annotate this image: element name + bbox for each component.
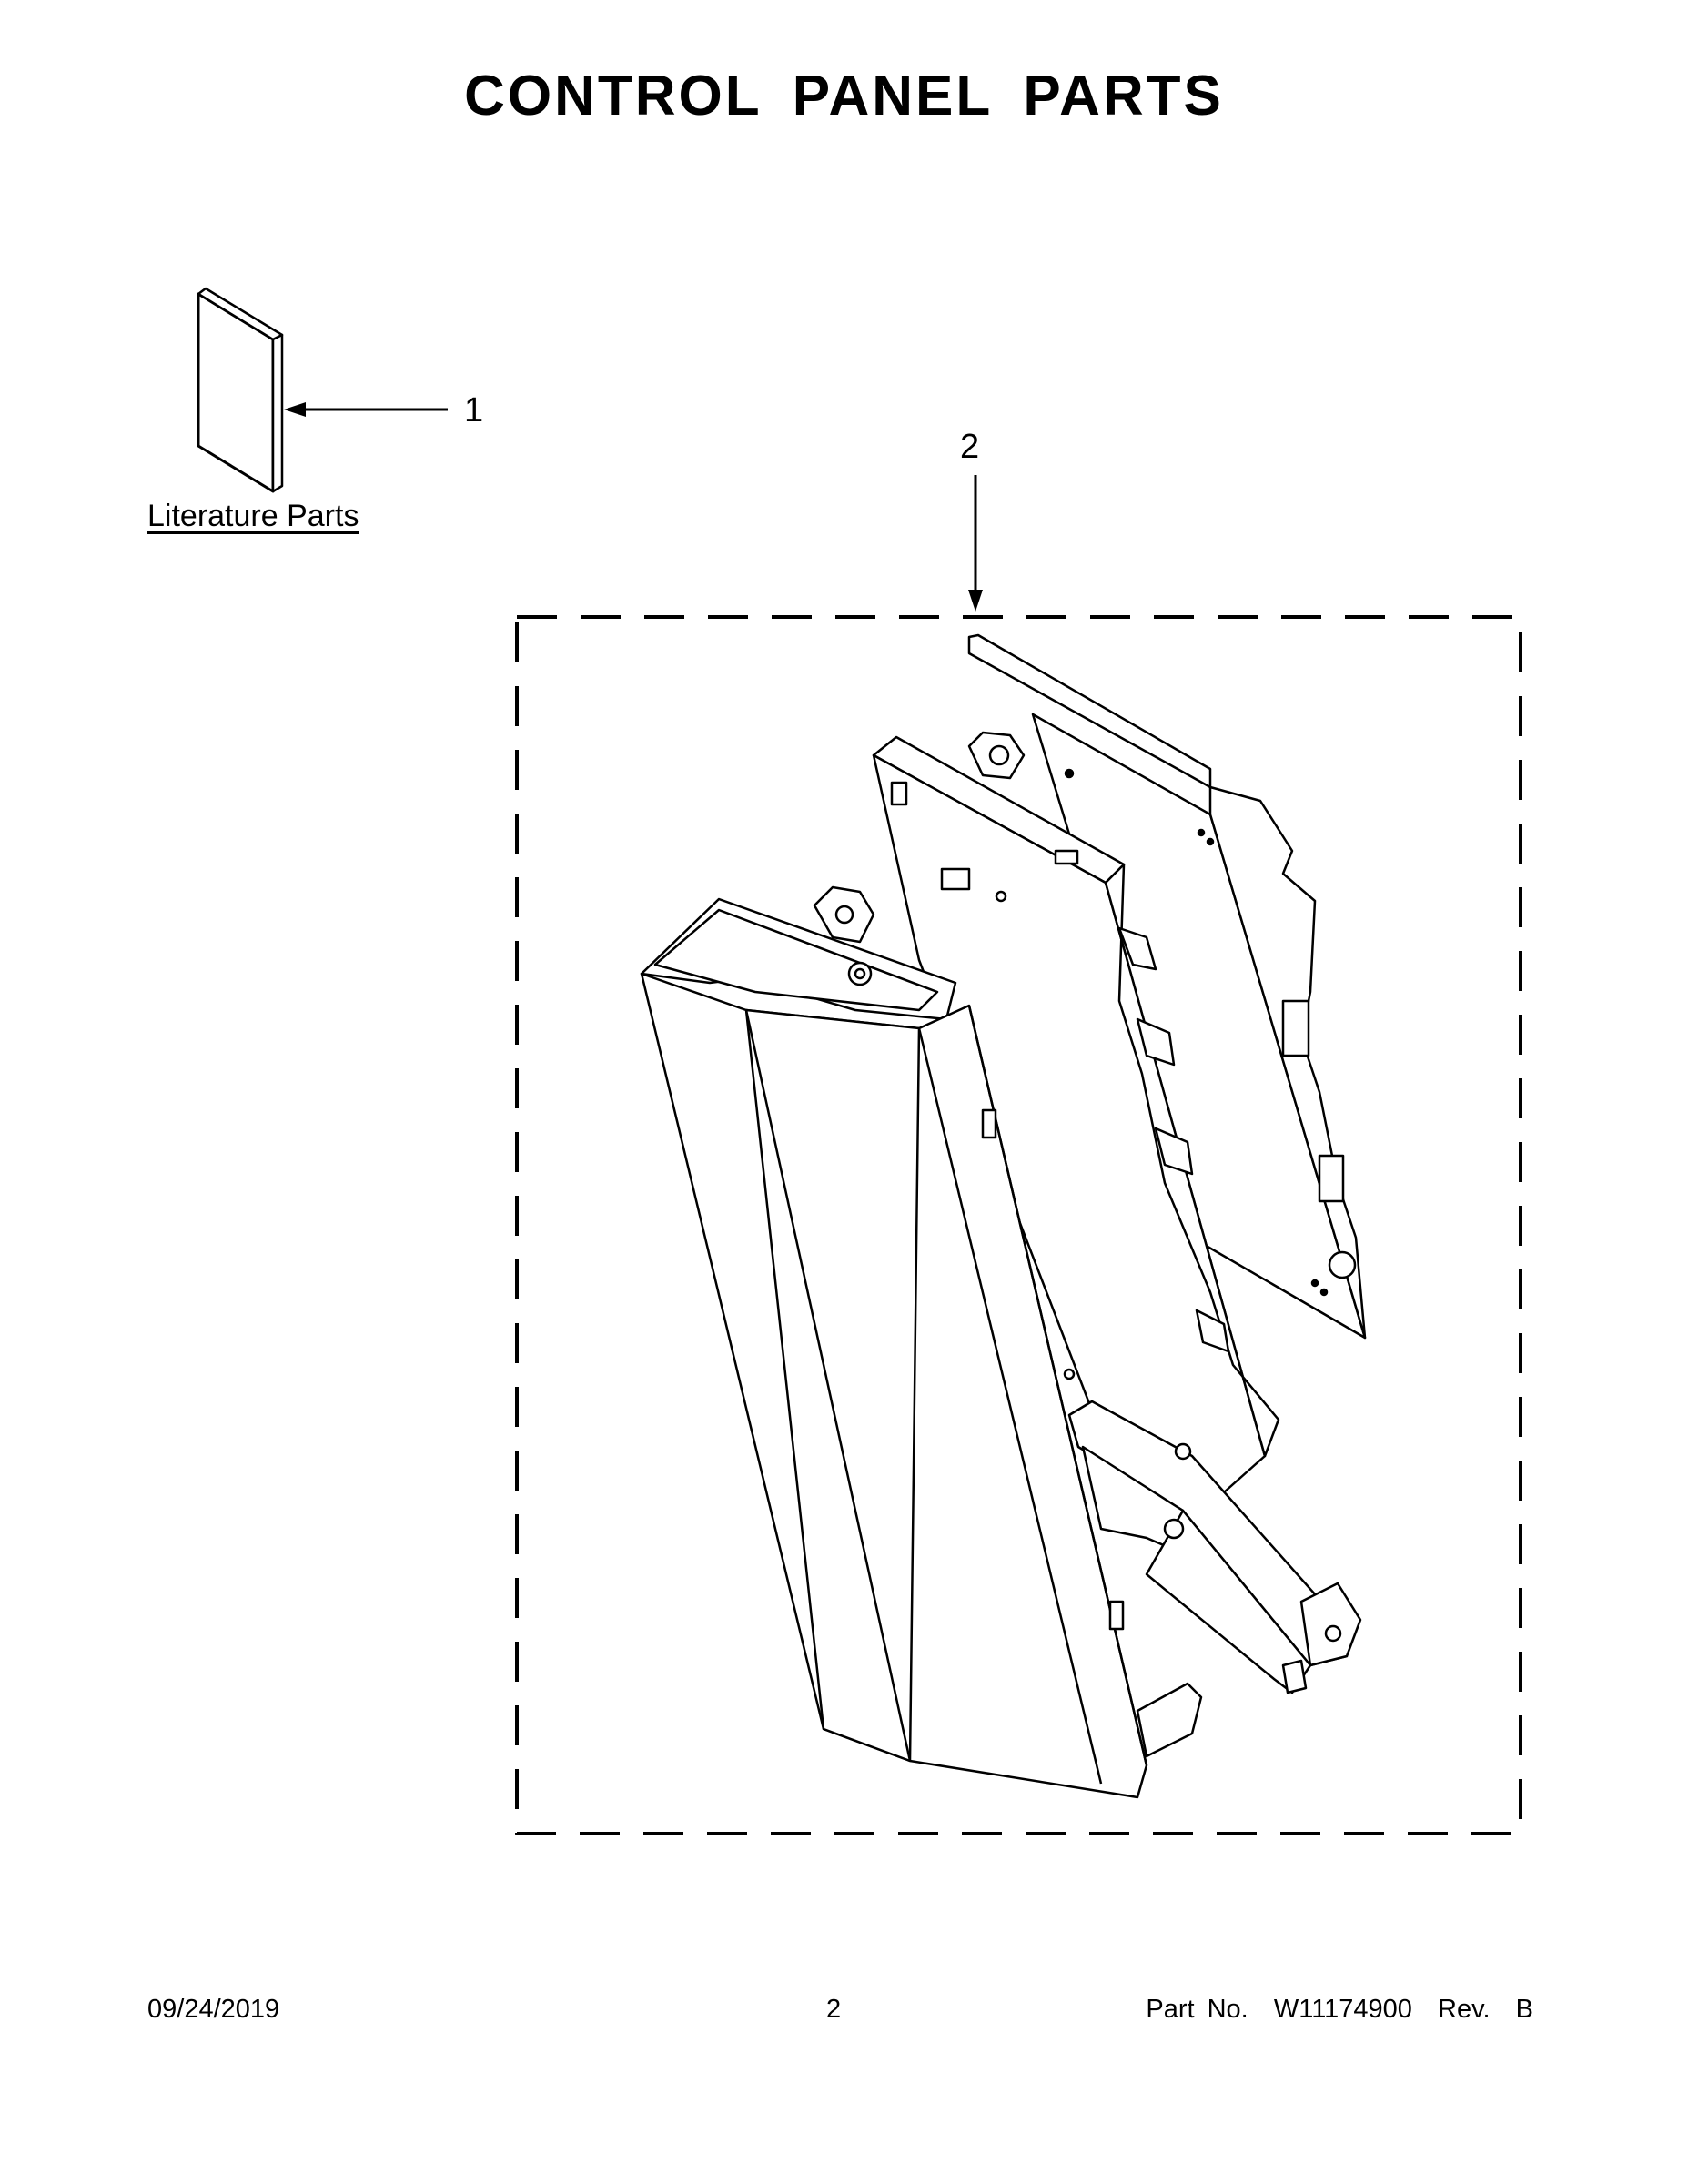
callout-number-1: 1 bbox=[464, 391, 484, 430]
literature-parts-label: Literature Parts bbox=[147, 499, 359, 533]
callout-2-leader bbox=[968, 475, 983, 612]
control-bracket bbox=[872, 731, 1280, 1494]
literature-booklet-icon bbox=[197, 287, 284, 493]
footer-part-number: Part No. W11174900 Rev. B bbox=[1146, 1995, 1533, 2024]
hinge-bracket bbox=[1067, 1400, 1362, 1694]
footer-date: 09/24/2019 bbox=[147, 1995, 280, 2024]
console-housing bbox=[640, 885, 1203, 1799]
assembly-boundary bbox=[515, 615, 1522, 1835]
footer-page-number: 2 bbox=[826, 1995, 842, 2024]
page-title: CONTROL PANEL PARTS bbox=[464, 65, 1224, 127]
callout-1-leader bbox=[284, 402, 448, 417]
callout-number-2: 2 bbox=[960, 428, 980, 466]
